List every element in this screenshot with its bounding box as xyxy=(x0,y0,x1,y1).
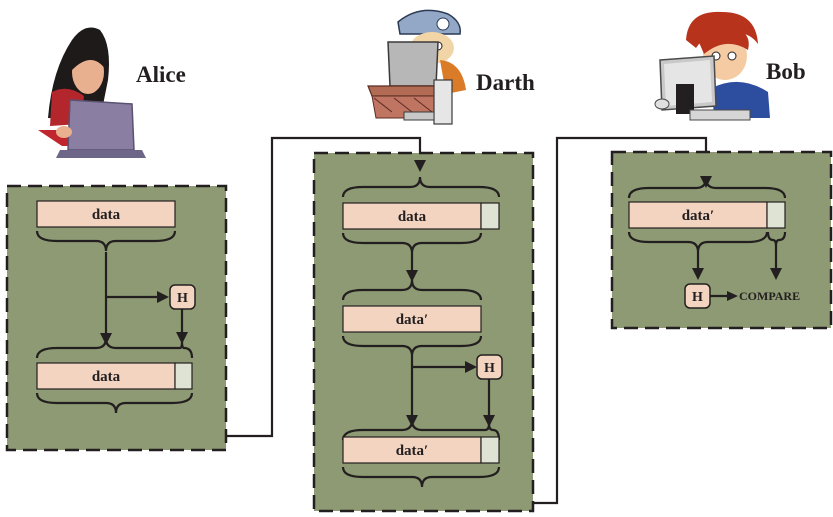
alice-data-label: data xyxy=(92,207,121,223)
bob-panel: data′ H COMPARE xyxy=(610,150,833,330)
bob-name: Bob xyxy=(766,59,806,84)
darth-incoming-brace xyxy=(341,176,501,198)
bob-received-message: data′ xyxy=(628,201,786,229)
woman-laptop-icon xyxy=(38,27,146,158)
bob-incoming-brace xyxy=(627,177,787,199)
alice-panel: data H data xyxy=(5,184,228,452)
bob-hash-arrowhead xyxy=(770,268,782,280)
darth-hash-label: H xyxy=(484,361,495,376)
bob-compare-arrowhead xyxy=(727,291,738,301)
darth-outgoing-brace xyxy=(341,466,501,488)
darth-forged-message: data′ xyxy=(342,436,500,464)
alice-middle-brace xyxy=(35,337,194,359)
darth-hash-arrowhead xyxy=(465,361,477,373)
darth-hash-out-arrowhead xyxy=(483,415,495,427)
bob-compare-label: COMPARE xyxy=(739,289,800,303)
alice-name: Alice xyxy=(136,62,186,87)
alice-top-brace xyxy=(35,230,177,252)
alice-message-with-hash: data xyxy=(36,362,193,390)
darth-incoming-arrowhead xyxy=(414,160,426,172)
darth-modified-data-field: data′ xyxy=(342,305,482,333)
darth-combine-brace xyxy=(341,419,501,441)
alice-panel-background xyxy=(5,184,228,452)
darth-forwarded-label: data′ xyxy=(396,443,429,459)
darth-panel: data data′ H data′ xyxy=(312,151,535,513)
darth-hash-function: H xyxy=(476,354,503,380)
darth-received-label: data xyxy=(398,209,427,225)
bob-data-arrowhead xyxy=(692,268,704,280)
darth-extract-arrowhead xyxy=(406,270,418,282)
alice-hash-function: H xyxy=(169,284,196,310)
alice-data-field: data xyxy=(36,200,176,228)
hacker-computer-icon xyxy=(367,9,466,125)
bob-hash-function: H xyxy=(684,283,711,309)
alice-hash-out-arrowhead xyxy=(176,332,188,344)
bob-hash-label: H xyxy=(692,290,703,305)
darth-figure: Darth xyxy=(367,9,535,125)
boy-computer-icon xyxy=(654,11,770,121)
darth-name: Darth xyxy=(476,70,535,95)
alice-hash-label: H xyxy=(177,291,188,306)
bob-figure: Bob xyxy=(654,11,806,121)
bob-panel-background xyxy=(610,150,833,330)
darth-modify-brace xyxy=(341,279,483,301)
alice-output-data-label: data xyxy=(92,369,121,385)
darth-modified-label: data′ xyxy=(396,312,429,328)
bob-received-label: data′ xyxy=(682,208,715,224)
alice-hash-arrowhead xyxy=(157,291,169,303)
alice-figure: Alice xyxy=(38,27,186,158)
darth-received-message: data xyxy=(342,202,500,230)
alice-bottom-brace xyxy=(35,392,194,414)
